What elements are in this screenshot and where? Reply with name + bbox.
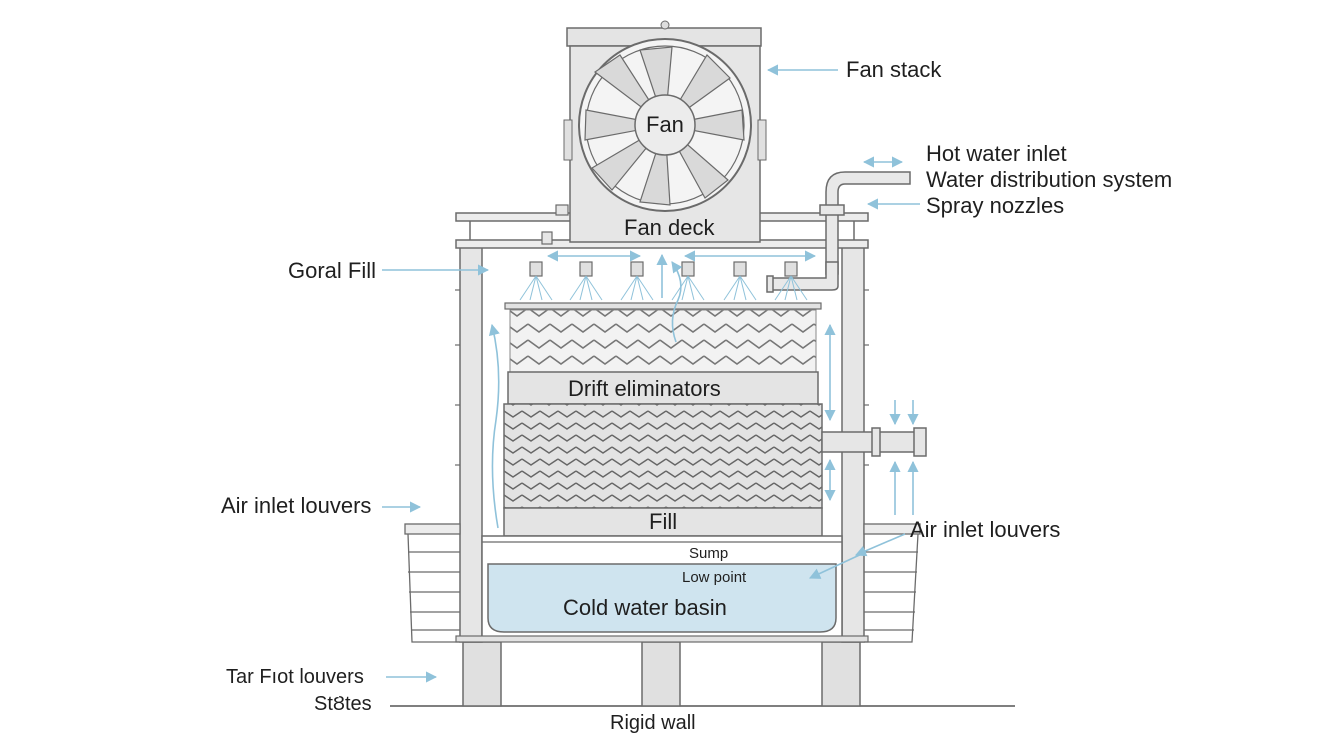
drift-eliminators-label: Drift eliminators	[568, 376, 721, 401]
fan-wheel	[578, 38, 752, 212]
flow-arrows	[382, 64, 920, 683]
fan-deck-label: Fan deck	[624, 215, 715, 240]
air-inlet-louvers-right-label: Air inlet louvers	[910, 517, 1061, 542]
hot-water-pipe	[766, 171, 911, 293]
air-inlet-louvers-left-label: Air inlet louvers	[221, 493, 372, 518]
goral-fill-label: Goral Fill	[288, 258, 377, 283]
column-ticks	[455, 289, 869, 466]
hot-water-inlet-label: Hot water inlet	[926, 141, 1067, 166]
low-point-label: Low point	[682, 569, 747, 586]
left-louvers	[404, 523, 461, 643]
outlet-pipe	[821, 427, 927, 457]
support-legs	[462, 641, 861, 707]
fan-stack-label: Fan stack	[846, 57, 942, 82]
spray-nozzles	[519, 261, 808, 301]
right-louvers	[863, 523, 921, 643]
fill-label: Fill	[649, 509, 678, 534]
spray-nozzles-label: Spray nozzles	[926, 193, 1065, 218]
fan-label: Fan	[646, 112, 684, 137]
drift-eliminators-block	[507, 371, 819, 405]
sump-label: Sump	[689, 545, 729, 562]
stutes-label: StȢtes	[314, 693, 372, 715]
main-fill-block	[503, 403, 823, 537]
tar-fiot-louvers-label: Tar Fıot louvers	[226, 666, 364, 688]
distribution-header	[541, 204, 569, 245]
distribution-plate	[504, 302, 822, 310]
rigid-wall-label: Rigid wall	[610, 712, 696, 734]
cold-water-basin-label: Cold water basin	[563, 595, 727, 620]
upper-fill-media	[509, 309, 817, 373]
water-distribution-system-label: Water distribution system	[926, 167, 1173, 192]
cold-water-basin-tank	[455, 535, 869, 643]
